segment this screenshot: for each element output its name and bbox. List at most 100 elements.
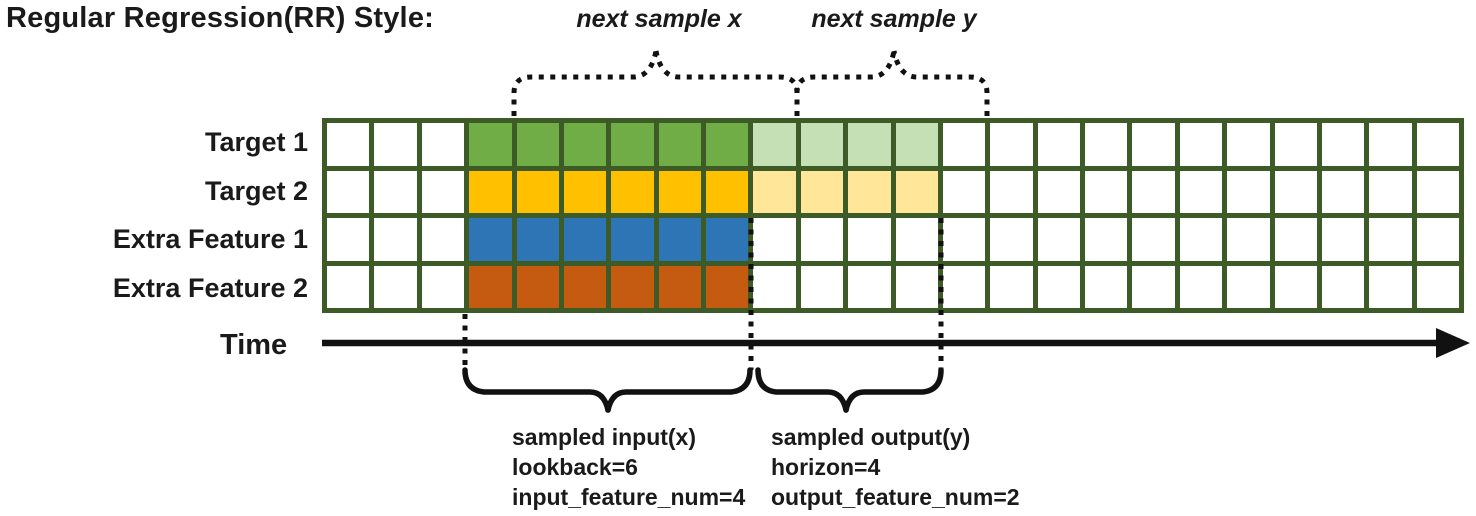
grid-cell bbox=[942, 218, 986, 261]
grid-cell bbox=[1274, 265, 1317, 308]
grid-cell bbox=[706, 265, 749, 308]
sampled-input-line-1: sampled input(x) bbox=[512, 424, 697, 450]
grid-cell bbox=[563, 265, 607, 308]
grid-cell bbox=[421, 218, 465, 261]
grid-cell bbox=[800, 265, 844, 308]
next-sample-x-brace bbox=[511, 50, 800, 116]
grid-cell bbox=[1416, 170, 1459, 213]
grid-cell bbox=[1085, 170, 1128, 213]
grid-cell bbox=[1132, 123, 1175, 166]
sampled-input-line-3: input_feature_num=4 bbox=[512, 484, 746, 510]
grid-cell bbox=[1179, 218, 1223, 261]
grid-cell bbox=[1369, 218, 1412, 261]
grid-cell bbox=[1227, 265, 1270, 308]
grid-cell bbox=[848, 265, 891, 308]
grid-cell bbox=[611, 170, 654, 213]
grid-cell bbox=[1369, 265, 1412, 308]
diagram-title: Regular Regression(RR) Style: bbox=[6, 2, 434, 34]
grid-cell bbox=[327, 123, 370, 166]
grid-cell bbox=[1037, 218, 1080, 261]
time-axis-arrow bbox=[322, 328, 1470, 358]
sampled-input-line-2: lookback=6 bbox=[512, 454, 638, 480]
grid-cell bbox=[1179, 170, 1223, 213]
grid-cell bbox=[374, 265, 417, 308]
grid-cell bbox=[469, 218, 512, 261]
grid-cell bbox=[374, 218, 417, 261]
grid-cell bbox=[800, 170, 844, 213]
grid-cell bbox=[1132, 265, 1175, 308]
grid-cell bbox=[1274, 170, 1317, 213]
grid-cell bbox=[421, 265, 465, 308]
grid-cell bbox=[421, 123, 465, 166]
grid-cell bbox=[800, 218, 844, 261]
grid-cell bbox=[469, 170, 512, 213]
row-label-extra-feature-1: Extra Feature 1 bbox=[112, 224, 308, 255]
sampled-output-line-3: output_feature_num=2 bbox=[771, 484, 1020, 510]
row-label-target-1: Target 1 bbox=[204, 126, 308, 157]
grid-cell bbox=[1085, 265, 1128, 308]
grid-cell bbox=[753, 123, 796, 166]
grid-cell bbox=[563, 170, 607, 213]
grid-cell bbox=[516, 218, 559, 261]
grid-cell bbox=[1274, 123, 1317, 166]
grid-cell bbox=[942, 170, 986, 213]
grid-cell bbox=[706, 170, 749, 213]
sampled-output-line-2: horizon=4 bbox=[771, 454, 881, 480]
grid-cell bbox=[942, 265, 986, 308]
grid-cell bbox=[848, 123, 891, 166]
grid-cell bbox=[1321, 123, 1365, 166]
grid-cell bbox=[1416, 123, 1459, 166]
grid-cell bbox=[848, 170, 891, 213]
grid-cell bbox=[611, 123, 654, 166]
grid-cell bbox=[1227, 218, 1270, 261]
grid-cell bbox=[990, 218, 1033, 261]
sampled-output-note: sampled output(y) horizon=4 output_feature… bbox=[771, 422, 1020, 512]
grid-cell bbox=[658, 170, 701, 213]
grid-cell bbox=[753, 170, 796, 213]
next-sample-y-brace bbox=[794, 50, 990, 116]
grid-cell bbox=[706, 218, 749, 261]
grid-cell bbox=[1037, 265, 1080, 308]
timeseries-grid bbox=[322, 118, 1464, 313]
grid-cell bbox=[327, 265, 370, 308]
grid-cell bbox=[895, 123, 938, 166]
sampled-input-brace bbox=[462, 367, 753, 413]
grid-cell bbox=[658, 265, 701, 308]
grid-cell bbox=[374, 123, 417, 166]
grid-cell bbox=[658, 123, 701, 166]
grid-cell bbox=[469, 265, 512, 308]
sampled-input-note: sampled input(x) lookback=6 input_feature_… bbox=[512, 422, 745, 512]
grid-cell bbox=[421, 170, 465, 213]
grid-cell bbox=[563, 123, 607, 166]
grid-cell bbox=[990, 123, 1033, 166]
grid-cell bbox=[327, 170, 370, 213]
sampled-output-brace bbox=[755, 367, 944, 413]
grid-cell bbox=[658, 218, 701, 261]
grid-cell bbox=[1416, 218, 1459, 261]
grid-cell bbox=[990, 265, 1033, 308]
row-label-target-2: Target 2 bbox=[204, 175, 308, 206]
grid-cell bbox=[1085, 123, 1128, 166]
grid-cell bbox=[753, 265, 796, 308]
grid-cell bbox=[753, 218, 796, 261]
grid-cell bbox=[611, 265, 654, 308]
grid-cell bbox=[895, 265, 938, 308]
grid-cell bbox=[1037, 123, 1080, 166]
grid-cell bbox=[800, 123, 844, 166]
time-axis-label: Time bbox=[220, 329, 288, 361]
grid-cell bbox=[1416, 265, 1459, 308]
grid-cell bbox=[469, 123, 512, 166]
sampled-output-line-1: sampled output(y) bbox=[771, 424, 971, 450]
grid-cell bbox=[563, 218, 607, 261]
grid-cell bbox=[1321, 265, 1365, 308]
grid-cell bbox=[895, 170, 938, 213]
grid-cell bbox=[1369, 170, 1412, 213]
row-labels: Target 1 Target 2 Extra Feature 1 Extra Fea… bbox=[0, 118, 308, 313]
grid-cell bbox=[848, 218, 891, 261]
grid-cell bbox=[1132, 218, 1175, 261]
grid-cell bbox=[1085, 218, 1128, 261]
grid-cell bbox=[990, 170, 1033, 213]
grid-cell bbox=[1321, 170, 1365, 213]
row-label-extra-feature-2: Extra Feature 2 bbox=[112, 273, 308, 304]
